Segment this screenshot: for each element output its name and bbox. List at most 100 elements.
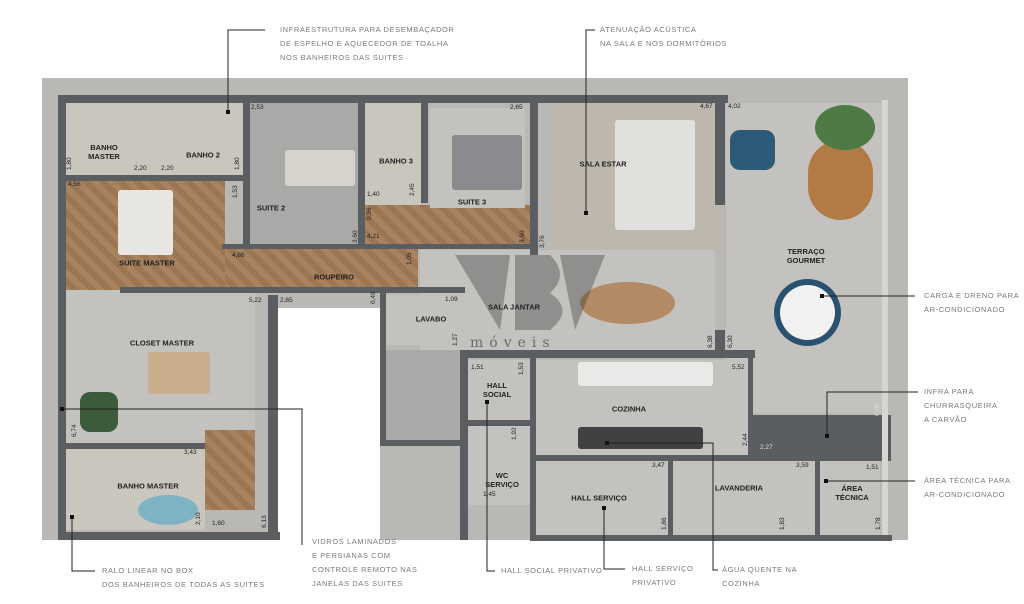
terrace-glass-rail xyxy=(882,100,888,535)
dimension: 3,60 xyxy=(519,230,526,243)
annotation-line: VIDROS LAMINADOS xyxy=(312,537,397,546)
annotation-line: AR-CONDICIONADO xyxy=(924,490,1006,499)
annotation-line: CONTROLE REMOTO NAS xyxy=(312,565,418,574)
dimension: 1,27 xyxy=(452,333,459,346)
closet-island xyxy=(148,352,210,394)
annotation-line: CARGA E DRENO PARA xyxy=(924,291,1020,300)
label-area-tecnica: ÁREA TÉCNICA xyxy=(835,484,869,502)
room-banho-3 xyxy=(365,103,421,205)
annotation-line: PRIVATIVO xyxy=(632,578,677,587)
dimension: 6,38 xyxy=(707,335,714,348)
wall xyxy=(380,290,386,440)
closet-armchair xyxy=(80,392,118,432)
dimension: 2,10 xyxy=(195,512,202,525)
annotation-line: RALO LINEAR NO BOX xyxy=(102,566,194,575)
plant xyxy=(815,105,875,150)
label-banho-3: BANHO 3 xyxy=(379,156,413,166)
wall xyxy=(530,358,536,540)
wall xyxy=(421,103,428,203)
annotation-line: INFRAESTRUTURA PARA DESEMBAÇADOR xyxy=(280,25,455,34)
wall xyxy=(715,95,725,205)
churrasqueira-counter xyxy=(750,415,891,460)
dimension: 2,65 xyxy=(280,297,293,304)
bed-suite-master xyxy=(118,190,173,255)
wall xyxy=(58,95,66,540)
label-closet-master: CLOSET MASTER xyxy=(129,338,195,348)
label-sala-jantar: SALA JANTAR xyxy=(487,302,541,312)
annotation-line: DE ESPELHO E AQUECEDOR DE TOALHA xyxy=(280,39,449,48)
annotation-line: ATENUAÇÃO ACÚSTICA xyxy=(600,25,697,34)
annotation-line: ÁGUA QUENTE NA xyxy=(722,565,798,574)
dimension: 3,76 xyxy=(539,235,546,248)
dimension: 4,86 xyxy=(232,252,245,259)
dimension: 1,53 xyxy=(232,185,239,198)
dimension: 5,52 xyxy=(732,364,745,371)
label-banho-master-2: BANHO MASTER xyxy=(117,481,179,491)
dimension: 0,49 xyxy=(370,291,377,304)
label-hall-social: HALL SOCIAL xyxy=(482,381,512,399)
wall xyxy=(358,103,365,248)
annotation-line: ÁREA TÉCNICA PARA xyxy=(924,476,1011,485)
dimension: 1,78 xyxy=(875,517,882,530)
closet-wood-floor xyxy=(205,430,255,510)
label-roupeiro: ROUPEIRO xyxy=(313,272,355,282)
annotation-line: NOS BANHEIROS DAS SUITES xyxy=(280,53,404,62)
dimension: 1,51 xyxy=(471,364,484,371)
terrace-table xyxy=(780,285,835,340)
label-sala-estar: SALA ESTAR xyxy=(579,159,627,169)
annotation-line: CHURRASQUEIRA xyxy=(924,401,998,410)
wall xyxy=(460,420,535,426)
label-lavanderia: LAVANDERIA xyxy=(714,483,764,493)
dimension: 6,09 xyxy=(874,403,881,416)
annotation-line: DOS BANHEIROS DE TODAS AS SUITES xyxy=(102,580,265,589)
annotation-line: HALL SOCIAL PRIVATIVO xyxy=(501,566,603,575)
dimension: 3,43 xyxy=(184,449,197,456)
wall xyxy=(58,95,538,103)
wall xyxy=(530,95,538,255)
label-banho-2: BANHO 2 xyxy=(186,150,220,160)
label-banho-master: BANHO MASTER xyxy=(88,143,120,161)
annotation-line: AR-CONDICIONADO xyxy=(924,305,1006,314)
dimension: 4,02 xyxy=(728,103,741,110)
wall xyxy=(460,350,755,358)
wall xyxy=(380,440,465,446)
label-wc-servico: WC SERVIÇO xyxy=(485,471,519,489)
watermark-logo: móveis xyxy=(470,335,556,351)
label-lavabo: LAVABO xyxy=(415,314,447,324)
bed-suite-3 xyxy=(452,135,522,190)
armchair xyxy=(730,130,775,170)
annotation-line: A CARVÃO xyxy=(924,415,968,424)
dimension: 3,47 xyxy=(652,462,665,469)
label-suite-2: SUITE 2 xyxy=(256,203,286,213)
room-area-tecnica xyxy=(820,460,880,535)
sofa-l xyxy=(615,120,695,230)
label-terraco-gourmet: TERRAÇO GOURMET xyxy=(786,247,826,265)
annotation-line: COZINHA xyxy=(722,579,760,588)
dimension: 2,20 xyxy=(161,165,174,172)
wall xyxy=(538,95,728,103)
wall xyxy=(268,295,278,540)
wall xyxy=(748,358,753,458)
annotation-line: HALL SERVIÇO xyxy=(632,564,694,573)
dimension: 6,74 xyxy=(71,424,78,437)
dimension: 1,45 xyxy=(483,491,496,498)
annotation-carga-dreno: CARGA E DRENO PARA AR-CONDICIONADO xyxy=(924,289,1019,317)
dimension: 0,96 xyxy=(366,207,373,220)
label-cozinha: COZINHA xyxy=(611,404,647,414)
light-well xyxy=(278,308,380,540)
dimension: 6,13 xyxy=(261,515,268,528)
dimension: 1,83 xyxy=(779,517,786,530)
dimension: 1,09 xyxy=(445,296,458,303)
room-suite-3-floor xyxy=(365,205,530,245)
annotation-agua-quente: ÁGUA QUENTE NA COZINHA xyxy=(722,563,797,591)
dimension: 2,45 xyxy=(409,183,416,196)
dimension: 2,27 xyxy=(760,444,773,451)
label-suite-3: SUITE 3 xyxy=(457,197,487,207)
bathtub xyxy=(138,495,198,525)
dimension: 4,56 xyxy=(68,181,81,188)
dimension: 2,44 xyxy=(742,433,749,446)
wall xyxy=(530,535,892,541)
dimension: 1,92 xyxy=(511,427,518,440)
dimension: 1,80 xyxy=(234,157,241,170)
kitchen-counter xyxy=(578,362,713,386)
